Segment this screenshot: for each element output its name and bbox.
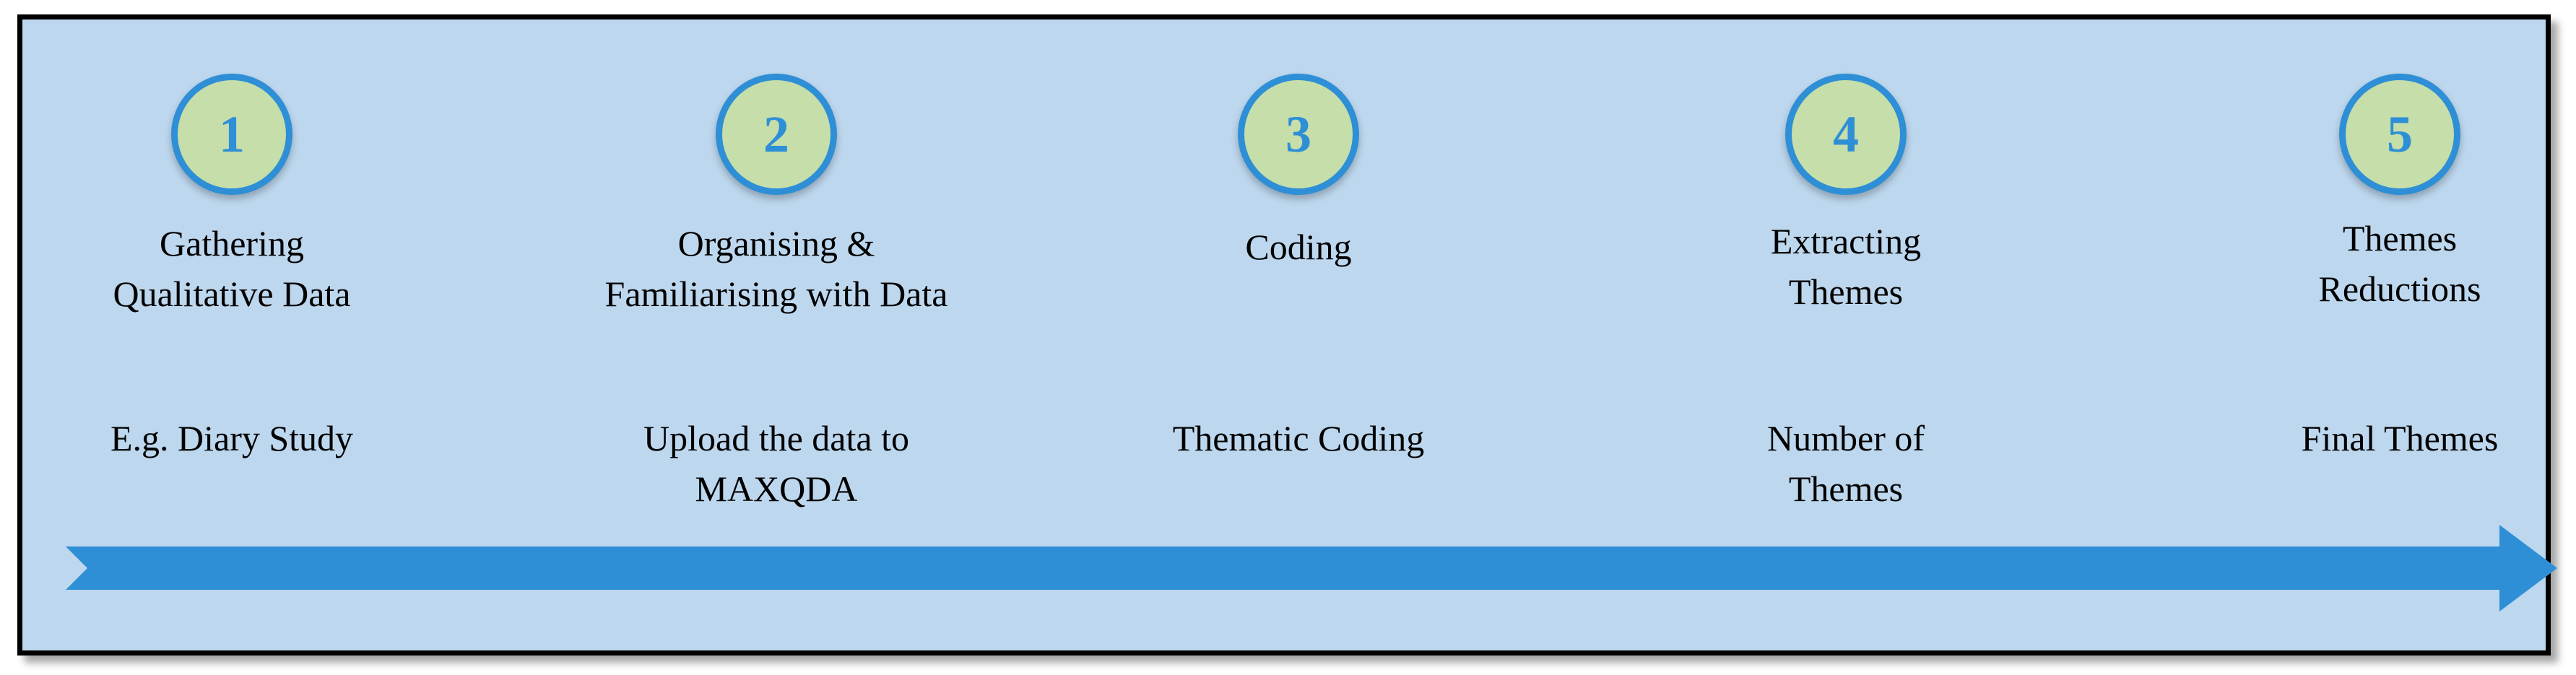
step-3: 3 Coding Thematic Coding [1024,19,1573,650]
process-diagram: 1 Gathering Qualitative Data E.g. Diary … [17,14,2557,656]
step-2-description: Upload the data to MAXQDA [643,418,909,509]
step-1-number-circle: 1 [171,74,292,195]
step-1-description: E.g. Diary Study [110,418,354,458]
step-2-title: Organising & Familiarising with Data [604,223,948,314]
step-5-number-circle: 5 [2339,74,2460,195]
timeline-arrow [66,525,2557,611]
step-4-number-circle: 4 [1785,74,1907,195]
step-3-number-circle: 3 [1238,74,1359,195]
step-3-description: Thematic Coding [1172,418,1425,458]
step-4: 4 Extracting Themes Number of Themes [1571,19,2120,650]
timeline-arrow-shape [66,525,2557,611]
step-5-title: Themes Reductions [2318,218,2481,309]
step-2: 2 Organising & Familiarising with Data U… [502,19,1051,650]
step-5-number: 5 [2387,105,2413,163]
step-1-title: Gathering Qualitative Data [113,223,351,314]
step-5: 5 Themes Reductions Final Themes [2125,19,2576,650]
step-1: 1 Gathering Qualitative Data E.g. Diary … [0,19,506,650]
step-4-description: Number of Themes [1767,418,1925,509]
step-2-number-circle: 2 [716,74,837,195]
step-4-number: 4 [1833,105,1859,163]
step-3-title: Coding [1245,227,1352,267]
step-5-description: Final Themes [2301,418,2499,458]
step-4-title: Extracting Themes [1770,221,1922,312]
step-2-number: 2 [763,105,789,163]
step-3-number: 3 [1285,105,1311,163]
step-1-number: 1 [219,105,245,163]
